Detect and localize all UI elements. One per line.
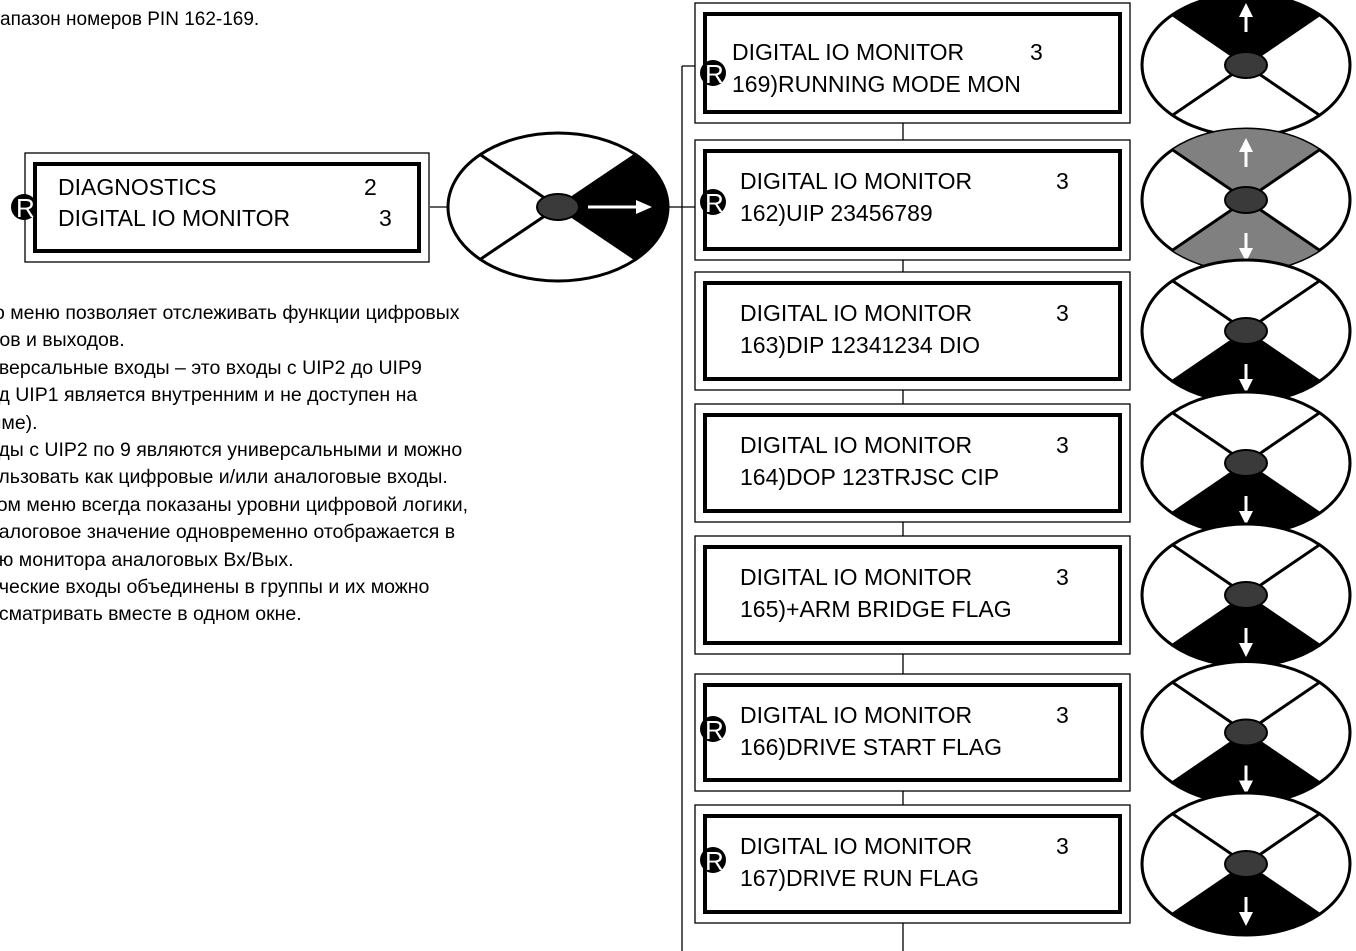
description-line: од UIP1 является внутренним и не доступе… — [0, 384, 418, 407]
menu-screen-parameter: 166)DRIVE START FLAG — [740, 734, 1002, 760]
r-marker: R — [700, 59, 726, 89]
description-line: осматривать вместе в одном окне. — [0, 603, 302, 626]
menu-screen-parameter: 167)DRIVE RUN FLAG — [740, 865, 979, 891]
diagnostics-level: 2 — [364, 174, 377, 200]
keypad-164 — [1140, 390, 1352, 536]
diagnostics-submenu: DIGITAL IO MONITOR — [58, 205, 290, 231]
menu-screen-162: DIGITAL IO MONITOR 3 162)UIP 23456789 R — [694, 139, 1131, 261]
description-line: ню монитора аналоговых Вх/Вых. — [0, 548, 294, 571]
r-marker: R — [11, 193, 37, 223]
description-text: о меню позволяет отслеживать функции циф… — [0, 300, 480, 629]
r-marker-disc — [700, 716, 726, 742]
menu-screen-level: 3 — [1056, 702, 1069, 728]
keypad-center-button — [1224, 718, 1268, 747]
keypad-center-button — [1224, 317, 1268, 345]
menu-screen-level: 3 — [1030, 39, 1043, 65]
menu-screen-166-display — [703, 683, 1122, 782]
arrow-down-icon — [1239, 511, 1253, 525]
keypad-169 — [1140, 0, 1352, 138]
keypad-center-button — [1224, 581, 1268, 609]
menu-screen-164: DIGITAL IO MONITOR 3 164)DOP 123TRJSC CIP — [694, 403, 1131, 523]
menu-screen-166: DIGITAL IO MONITOR 3 166)DRIVE START FLAG R — [694, 673, 1131, 792]
menu-screen-163-display — [703, 281, 1122, 381]
menu-screen-parameter: 165)+ARM BRIDGE FLAG — [740, 596, 1012, 622]
r-marker-disc — [700, 60, 726, 86]
keypad-165 — [1140, 522, 1352, 668]
keypad-166 — [1140, 660, 1352, 805]
diagnostics-title: DIAGNOSTICS — [58, 174, 216, 200]
keypad-center-button — [1224, 449, 1268, 477]
description-line: дов и выходов. — [0, 329, 125, 352]
arrow-up-icon — [1239, 3, 1253, 17]
description-line: иверсальные входы – это входы с UIP2 до … — [0, 356, 422, 379]
r-marker-label: R — [16, 193, 35, 223]
menu-screen-parameter: 163)DIP 12341234 DIO — [740, 332, 980, 358]
arrow-right-icon — [636, 200, 652, 214]
keypad-center-button — [536, 193, 580, 221]
keypad-162 — [1140, 127, 1352, 273]
keypad-center-button — [1224, 51, 1268, 79]
arrow-down-icon — [1239, 379, 1253, 393]
menu-screen-163: DIGITAL IO MONITOR 3 163)DIP 12341234 DIO — [694, 271, 1131, 391]
diagnostics-display — [33, 162, 421, 253]
arrow-up-icon — [1239, 138, 1253, 152]
keypad-167 — [1140, 791, 1352, 937]
menu-screen-165: DIGITAL IO MONITOR 3 165)+ARM BRIDGE FLAG — [694, 535, 1131, 655]
menu-screen-title: DIGITAL IO MONITOR — [740, 564, 972, 590]
menu-screen-169-display — [703, 12, 1122, 114]
arrow-down-icon — [1239, 912, 1253, 926]
menu-screen-title: DIGITAL IO MONITOR — [740, 833, 972, 859]
r-marker: R — [700, 846, 726, 876]
diagnostics-keypad — [446, 131, 670, 283]
menu-screen-level: 3 — [1056, 833, 1069, 859]
key-up-sector — [1172, 0, 1320, 65]
description-line: ические входы объединены в группы и их м… — [0, 576, 430, 599]
r-marker-disc — [11, 194, 37, 220]
r-marker-disc — [700, 847, 726, 873]
description-line: мме). — [0, 411, 38, 434]
r-marker-label: R — [705, 846, 724, 876]
arrow-down-icon — [1239, 248, 1253, 262]
menu-screen-level: 3 — [1056, 432, 1069, 458]
menu-screen-title: DIGITAL IO MONITOR — [740, 168, 972, 194]
menu-screen-165-display — [703, 545, 1122, 645]
keypad-center-button — [1224, 850, 1268, 878]
description-line: оды с UIP2 по 9 являются универсальными … — [0, 439, 463, 462]
menu-screen-parameter: 162)UIP 23456789 — [740, 200, 933, 226]
menu-screen-level: 3 — [1056, 168, 1069, 194]
menu-screen-title: DIGITAL IO MONITOR — [740, 300, 972, 326]
menu-screen-167: DIGITAL IO MONITOR 3 167)DRIVE RUN FLAG R — [694, 804, 1131, 924]
menu-screen-164-display — [703, 413, 1122, 513]
description-line: налоговое значение одновременно отобража… — [0, 521, 456, 544]
r-marker-label: R — [705, 59, 724, 89]
menu-screen-parameter: 164)DOP 123TRJSC CIP — [740, 464, 999, 490]
r-marker-disc — [700, 189, 726, 215]
menu-screen-level: 3 — [1056, 300, 1069, 326]
description-line: ользовать как цифровые и/или аналоговые … — [0, 466, 448, 489]
r-marker: R — [700, 188, 726, 218]
menu-screen-title: DIGITAL IO MONITOR — [740, 702, 972, 728]
description-line: том меню всегда показаны уровни цифровой… — [0, 493, 469, 516]
arrow-down-icon — [1239, 643, 1253, 657]
r-marker-label: R — [705, 715, 724, 745]
menu-screen-title: DIGITAL IO MONITOR — [732, 39, 964, 65]
keypad-163 — [1140, 258, 1352, 404]
menu-screen-level: 3 — [1056, 564, 1069, 590]
r-marker-label: R — [705, 188, 724, 218]
menu-screen-title: DIGITAL IO MONITOR — [740, 432, 972, 458]
keypad-center-button — [1224, 186, 1268, 214]
menu-screen-parameter: 169)RUNNING MODE MON — [732, 71, 1021, 97]
arrow-down-icon — [1239, 780, 1253, 795]
menu-screen-167-display — [703, 814, 1122, 914]
description-line: о меню позволяет отслеживать функции циф… — [0, 302, 460, 324]
menu-screen-162-display — [703, 149, 1122, 251]
diagnostics-submenu-level: 3 — [379, 205, 392, 231]
intro-text: апазон номеров PIN 162-169. — [0, 9, 260, 30]
menu-screen-169: DIGITAL IO MONITOR 3 169)RUNNING MODE MON R — [694, 2, 1131, 124]
r-marker: R — [700, 715, 726, 745]
